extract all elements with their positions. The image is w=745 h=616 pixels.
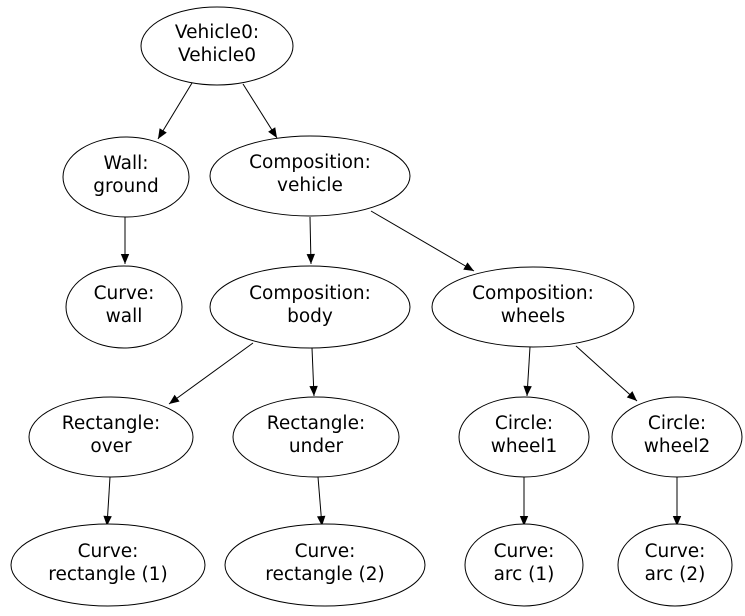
- node-ellipse: [65, 265, 183, 349]
- node-label-line: arc (2): [645, 564, 706, 585]
- node-label-line: wheel2: [644, 436, 711, 457]
- node-composition-wheels: Composition:wheels: [431, 266, 635, 348]
- node-ellipse: [431, 266, 635, 348]
- node-label-line: ground: [93, 176, 158, 197]
- node-curve-wall: Curve:wall: [65, 265, 183, 349]
- node-curve-arc-1: Curve:arc (1): [464, 523, 584, 607]
- edge-vehicle0-to-wall-ground: [157, 82, 193, 140]
- edge-composition-vehicle-to-composition-wheels: [370, 210, 475, 272]
- node-label-line: Composition:: [472, 283, 594, 304]
- node-ellipse: [232, 396, 400, 478]
- node-circle-wheel2: Circle:wheel2: [611, 396, 743, 478]
- edge-composition-wheels-to-circle-wheel1: [523, 346, 532, 397]
- node-composition-vehicle: Composition:vehicle: [209, 135, 411, 217]
- node-vehicle0: Vehicle0:Vehicle0: [140, 6, 294, 86]
- node-label-line: wheels: [501, 306, 565, 327]
- node-label-line: Rectangle:: [62, 413, 160, 434]
- node-wall-ground: Wall:ground: [62, 136, 190, 218]
- node-label-line: under: [289, 436, 344, 457]
- edge-vehicle0-to-composition-vehicle: [242, 83, 278, 139]
- node-label-line: arc (1): [494, 564, 555, 585]
- node-label-line: wheel1: [491, 436, 558, 457]
- node-ellipse: [458, 396, 590, 478]
- node-ellipse: [209, 135, 411, 217]
- node-ellipse: [140, 6, 294, 86]
- node-rectangle-under: Rectangle:under: [232, 396, 400, 478]
- node-label-line: Rectangle:: [267, 413, 365, 434]
- node-label-line: Curve:: [94, 283, 155, 304]
- node-ellipse: [611, 396, 743, 478]
- node-label-line: Curve:: [645, 541, 706, 562]
- node-circle-wheel1: Circle:wheel1: [458, 396, 590, 478]
- node-curve-rectangle-1: Curve:rectangle (1): [10, 523, 206, 607]
- node-label-line: Vehicle0:: [175, 22, 259, 43]
- node-label-line: body: [287, 306, 333, 327]
- node-curve-rectangle-2: Curve:rectangle (2): [224, 523, 426, 607]
- node-label-line: Composition:: [249, 152, 371, 173]
- node-ellipse: [209, 265, 411, 349]
- node-label-line: Wall:: [104, 153, 149, 174]
- edge-rectangle-over-to-curve-rectangle-1: [103, 476, 112, 527]
- node-label-line: rectangle (2): [265, 564, 384, 585]
- node-label-line: Circle:: [648, 413, 706, 434]
- edges-layer: [103, 82, 682, 527]
- nodes-layer: Vehicle0:Vehicle0Wall:groundComposition:…: [10, 6, 743, 607]
- node-curve-arc-2: Curve:arc (2): [617, 523, 733, 607]
- node-label-line: over: [90, 436, 132, 457]
- edge-composition-vehicle-to-composition-body: [306, 216, 315, 265]
- node-ellipse: [28, 396, 194, 478]
- node-composition-body: Composition:body: [209, 265, 411, 349]
- node-label-line: Composition:: [249, 283, 371, 304]
- edge-composition-body-to-rectangle-over: [168, 342, 254, 405]
- node-label-line: Curve:: [78, 541, 139, 562]
- node-label-line: wall: [106, 306, 143, 327]
- node-label-line: vehicle: [277, 175, 343, 196]
- node-ellipse: [224, 523, 426, 607]
- node-label-line: Vehicle0: [178, 45, 256, 66]
- node-label-line: Curve:: [494, 541, 555, 562]
- node-label-line: rectangle (1): [48, 564, 167, 585]
- node-ellipse: [617, 523, 733, 607]
- node-label-line: Curve:: [295, 541, 356, 562]
- edge-composition-body-to-rectangle-under: [309, 347, 318, 397]
- edge-composition-wheels-to-circle-wheel2: [575, 345, 638, 402]
- node-ellipse: [10, 523, 206, 607]
- node-label-line: Circle:: [495, 413, 553, 434]
- node-ellipse: [464, 523, 584, 607]
- edge-rectangle-under-to-curve-rectangle-2: [317, 476, 326, 527]
- node-rectangle-over: Rectangle:over: [28, 396, 194, 478]
- node-ellipse: [62, 136, 190, 218]
